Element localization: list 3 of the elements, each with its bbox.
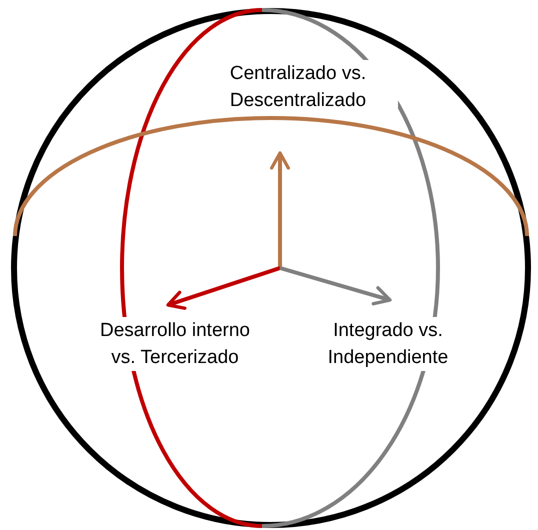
arrow — [279, 266, 392, 306]
arrow — [166, 266, 281, 310]
arrow — [270, 151, 290, 268]
